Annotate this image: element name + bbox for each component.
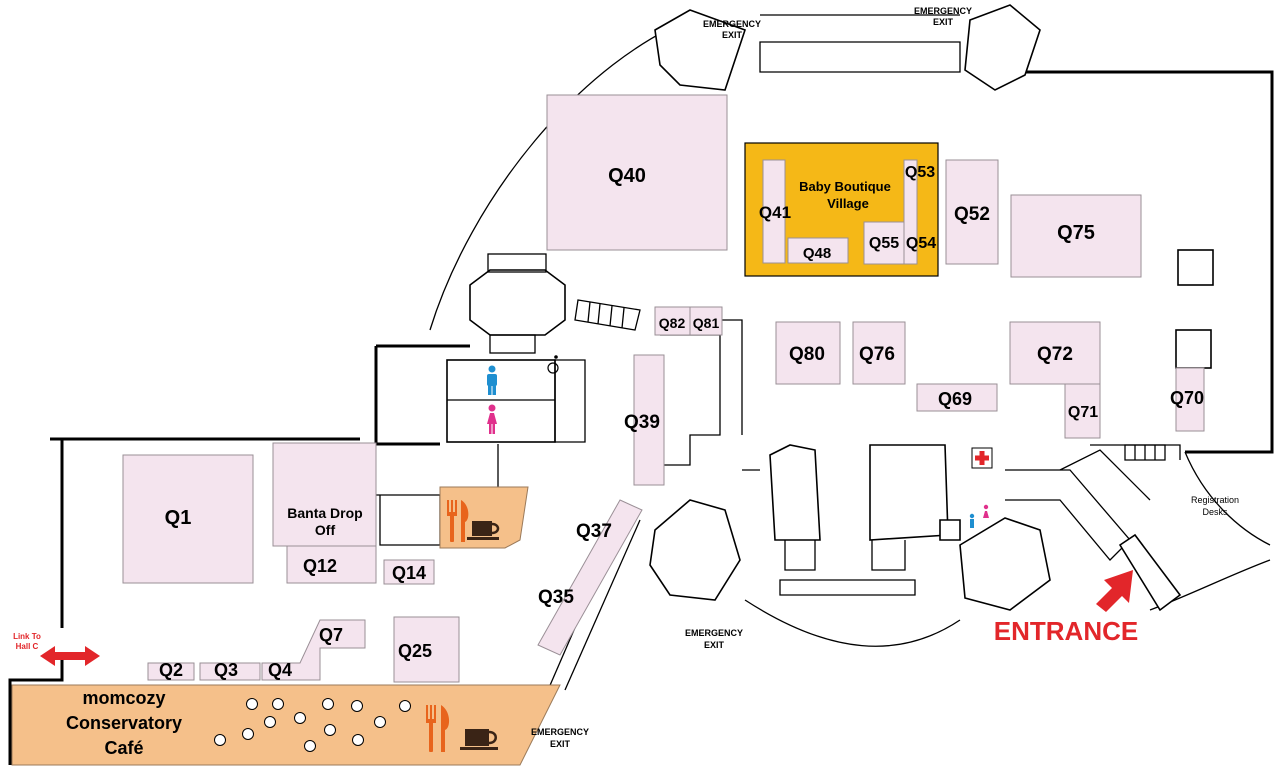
- stand-q2-label: Q2: [159, 660, 183, 680]
- stand-q37-label: Q37: [576, 521, 612, 542]
- stairs-top: [574, 299, 641, 331]
- cutlery-icon: [447, 500, 469, 542]
- female-toilet-icon: [487, 404, 497, 434]
- exit-bottom-2-line2: EXIT: [550, 739, 571, 749]
- cafe-table: [351, 700, 363, 712]
- stand-q4-label: Q4: [268, 660, 292, 680]
- link-hall-c-line2: Hall C: [16, 642, 39, 651]
- exit-bottom-2-line1: EMERGENCY: [531, 727, 589, 737]
- first-aid-icon: [971, 447, 993, 469]
- cafe-table: [322, 698, 334, 710]
- stand-q55-label: Q55: [869, 235, 899, 252]
- stand-q69-label: Q69: [938, 389, 972, 409]
- stands: [122, 94, 1205, 683]
- cafe-table: [304, 740, 316, 752]
- cafe-table: [324, 724, 336, 736]
- exit-bottom-1-line2: EXIT: [704, 640, 725, 650]
- small-toilet-icon: [969, 504, 989, 528]
- stand-q72-label: Q72: [1037, 344, 1073, 365]
- cafe-tables: [214, 698, 411, 752]
- cafe-table: [246, 698, 258, 710]
- stand-q54-label: Q54: [906, 235, 936, 252]
- cafe-table: [399, 700, 411, 712]
- stand-q75-label: Q75: [1057, 222, 1095, 244]
- stairs-right: [1124, 444, 1166, 461]
- stand-q39-label: Q39: [624, 412, 660, 433]
- stand-q71-label: Q71: [1068, 404, 1098, 421]
- cafe-table: [214, 734, 226, 746]
- coffee-cup-icon: [460, 729, 498, 750]
- stand-q52-label: Q52: [954, 204, 990, 225]
- cafe-table: [294, 712, 306, 724]
- stand-q53-box: [903, 159, 918, 265]
- wheelchair-icon: [547, 355, 559, 374]
- stand-q81-label: Q81: [693, 315, 720, 331]
- coffee-cup-icon: [467, 521, 500, 540]
- stand-q1-label: Q1: [165, 507, 192, 529]
- cafe-line3: Café: [104, 738, 143, 758]
- stand-q48-label: Q48: [803, 245, 831, 262]
- cutlery-icon: [426, 705, 450, 752]
- cafe-line2: Conservatory: [66, 713, 182, 733]
- stand-q25-label: Q25: [398, 641, 432, 661]
- exit-labels: EMERGENCY EXIT EMERGENCY EXIT EMERGENCY …: [13, 6, 1239, 749]
- stand-q7-label: Q7: [319, 625, 343, 645]
- banta-line1: Banta Drop: [287, 505, 362, 521]
- stand-q12-label: Q12: [303, 556, 337, 576]
- arrow-icon: [1096, 570, 1133, 612]
- registration-line1: Registration: [1191, 495, 1239, 505]
- banta-line2: Off: [315, 522, 336, 538]
- cafe-table: [374, 716, 386, 728]
- exit-top-2-line1: EMERGENCY: [914, 6, 972, 16]
- boutique-title-line1: Baby Boutique: [799, 179, 891, 194]
- exit-top-1-line2: EXIT: [722, 30, 743, 40]
- stand-q80-label: Q80: [789, 344, 825, 365]
- cafe-line1: momcozy: [82, 688, 165, 708]
- stand-q53-label: Q53: [905, 164, 935, 181]
- stand-q3-label: Q3: [214, 660, 238, 680]
- cafe-table: [264, 716, 276, 728]
- male-toilet-icon: [487, 365, 497, 395]
- registration-line2: Desks: [1202, 507, 1228, 517]
- exit-bottom-1-line1: EMERGENCY: [685, 628, 743, 638]
- exit-top-2-line2: EXIT: [933, 17, 954, 27]
- stand-q35-label: Q35: [538, 587, 574, 608]
- cafe-table: [242, 728, 254, 740]
- cafe-table: [272, 698, 284, 710]
- cafe-table: [352, 734, 364, 746]
- stand-q41-box: [762, 159, 786, 264]
- stand-q70-label: Q70: [1170, 388, 1204, 408]
- stand-q14-label: Q14: [392, 563, 426, 583]
- link-hall-c-line1: Link To: [13, 632, 41, 641]
- stand-q55-box: [863, 221, 905, 265]
- stand-q76-label: Q76: [859, 344, 895, 365]
- stand-q48-box: [787, 237, 849, 264]
- structures: [334, 4, 1214, 691]
- stand-q82-label: Q82: [659, 315, 686, 331]
- boutique-title-line2: Village: [827, 196, 869, 211]
- exit-top-1-line1: EMERGENCY: [703, 19, 761, 29]
- cafe-labels: momcozy Conservatory Café: [66, 688, 182, 758]
- entrance-label: ENTRANCE: [994, 616, 1138, 646]
- arrow-icon: [40, 646, 100, 666]
- stand-q41-label: Q41: [759, 203, 791, 222]
- stand-labels: Q40 Q52 Q75 Q1 Banta Drop Off Q12 Q14 Q2…: [159, 165, 1204, 680]
- boutique-area: Baby Boutique Village Q41 Q48 Q55 Q54 Q5…: [744, 142, 939, 277]
- stand-q40-label: Q40: [608, 165, 646, 187]
